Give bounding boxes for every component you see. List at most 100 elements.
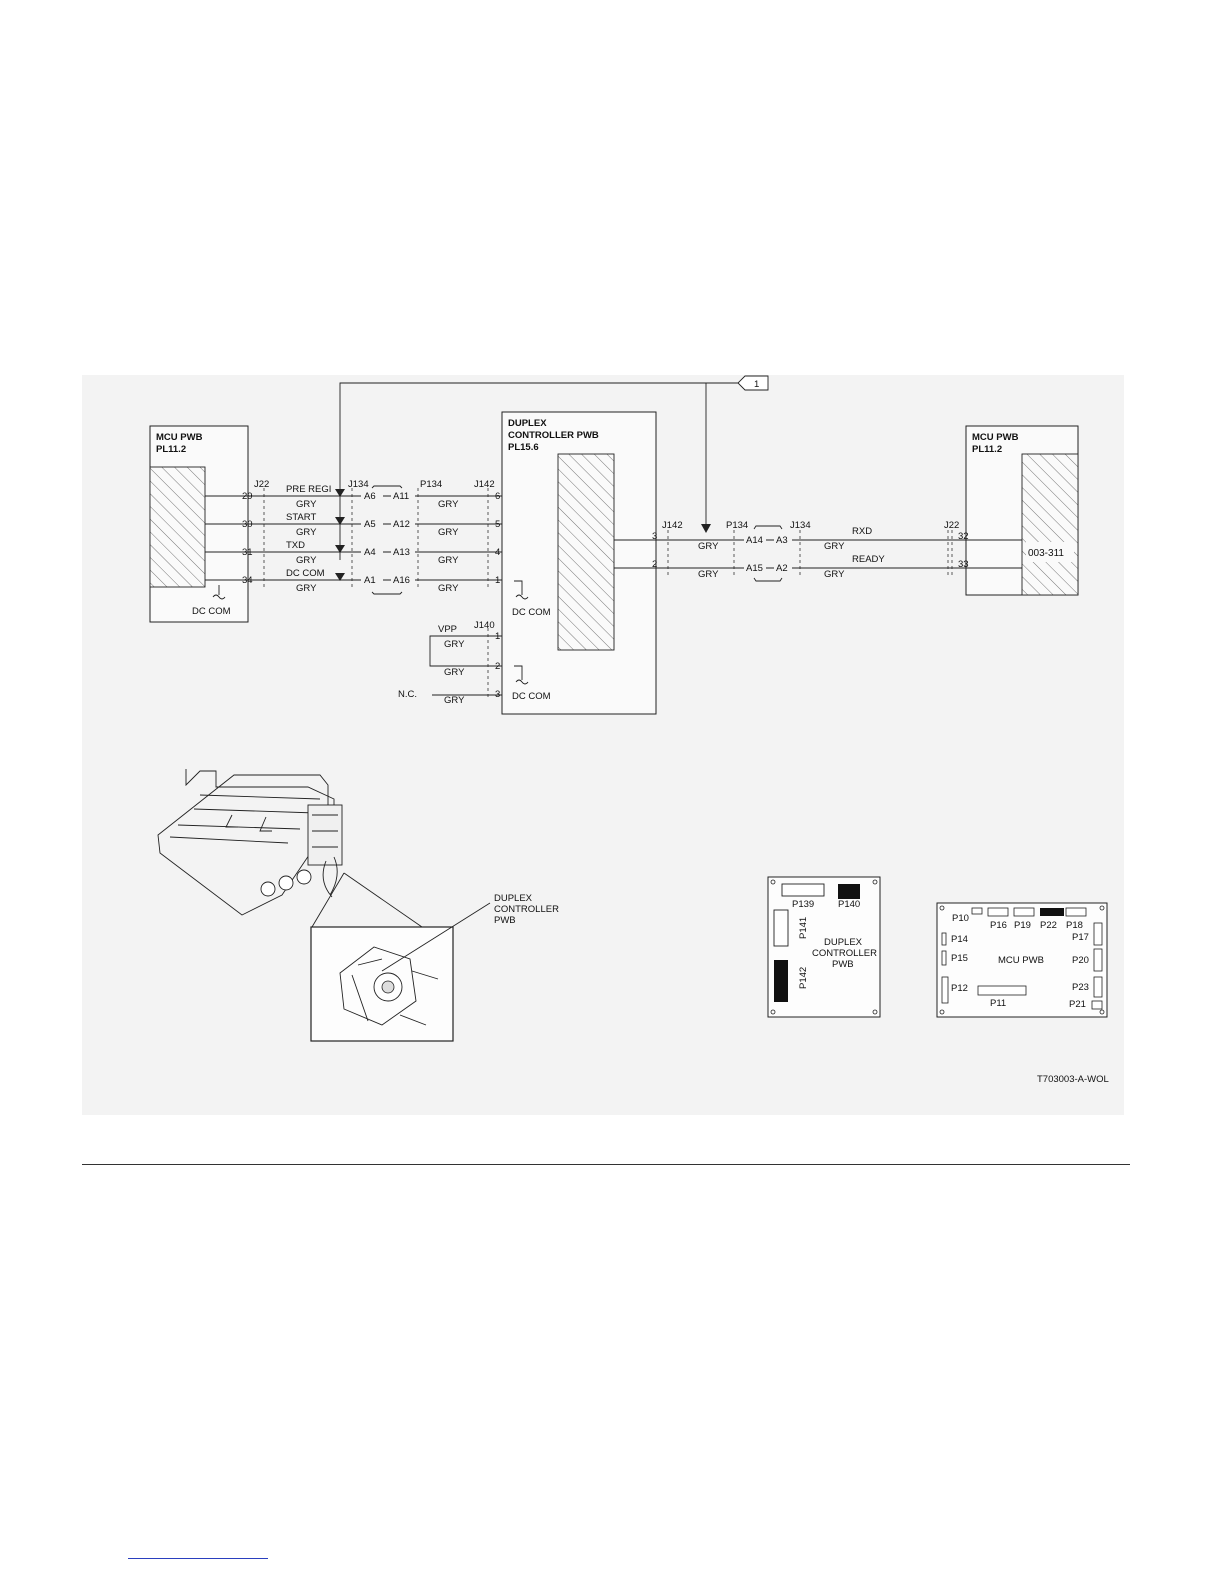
svg-text:MCU PWB: MCU PWB xyxy=(998,955,1044,966)
svg-text:P141: P141 xyxy=(798,917,809,939)
right-j142-pin: 2 xyxy=(652,559,657,570)
wire-color-label: GRY xyxy=(698,569,719,580)
svg-text:PL11.2: PL11.2 xyxy=(156,444,186,455)
signal-label: TXD xyxy=(286,540,305,551)
j140-wires: J140 VPP N.C. GRY GRY GRY 1 2 3 DC COM xyxy=(398,620,551,706)
p134-label-left: P134 xyxy=(420,479,442,490)
j142-pin: 5 xyxy=(495,519,500,530)
figure-id: T703003-A-WOL xyxy=(1037,1074,1109,1085)
j134-pin: A6 xyxy=(364,491,376,502)
svg-text:1: 1 xyxy=(495,631,500,642)
svg-text:J140: J140 xyxy=(474,620,495,631)
duplex-unit-illustration xyxy=(157,769,343,916)
right-p134-pin: A15 xyxy=(746,563,763,574)
p134-label-right: P134 xyxy=(726,520,748,531)
svg-text:CONTROLLER PWB: CONTROLLER PWB xyxy=(508,430,599,441)
j22-label-left: J22 xyxy=(254,479,269,490)
svg-text:P18: P18 xyxy=(1066,920,1083,931)
wire-color-label: GRY xyxy=(296,499,317,510)
svg-text:003-311: 003-311 xyxy=(1028,548,1064,559)
svg-text:DUPLEX: DUPLEX xyxy=(494,893,533,904)
j134-label-right: J134 xyxy=(790,520,811,531)
wire-color-label: GRY xyxy=(824,569,845,580)
wire-color-label: GRY xyxy=(438,555,459,566)
flag-line xyxy=(339,382,738,560)
svg-text:CONTROLLER: CONTROLLER xyxy=(812,948,877,959)
svg-text:P19: P19 xyxy=(1014,920,1031,931)
svg-text:GRY: GRY xyxy=(444,667,465,678)
svg-text:P21: P21 xyxy=(1069,999,1086,1010)
detail-illustration xyxy=(339,946,439,1026)
svg-text:2: 2 xyxy=(495,661,500,672)
dc-com-j142: DC COM xyxy=(512,607,551,618)
right-signal-label: RXD xyxy=(852,526,872,537)
wire-color-label: GRY xyxy=(296,527,317,538)
svg-text:DUPLEX: DUPLEX xyxy=(508,418,547,429)
p134-pin: A16 xyxy=(393,575,410,586)
svg-text:P22: P22 xyxy=(1040,920,1057,931)
flag-number: 1 xyxy=(754,379,759,390)
svg-text:P11: P11 xyxy=(990,998,1006,1009)
duplex-controller-pwb: DUPLEX CONTROLLER PWB PL15.6 xyxy=(501,411,657,715)
signal-label: START xyxy=(286,512,316,523)
j134-pin: A5 xyxy=(364,519,376,530)
svg-text:P20: P20 xyxy=(1072,955,1089,966)
right-p134-pin: A14 xyxy=(746,535,763,546)
svg-text:PL15.6: PL15.6 xyxy=(508,442,539,453)
wire-color-label: GRY xyxy=(698,541,719,552)
svg-text:P10: P10 xyxy=(952,913,969,924)
wire-color-label: GRY xyxy=(296,555,317,566)
signal-label: PRE REGI xyxy=(286,484,331,495)
flag-marker xyxy=(737,375,769,391)
signal-label: DC COM xyxy=(286,568,325,579)
svg-text:3: 3 xyxy=(495,689,500,700)
svg-text:PL11.2: PL11.2 xyxy=(972,444,1002,455)
svg-text:GRY: GRY xyxy=(444,639,465,650)
svg-text:P14: P14 xyxy=(951,934,968,945)
j134-label-left: J134 xyxy=(348,479,369,490)
svg-text:P140: P140 xyxy=(838,899,860,910)
mcu-board-layout: P10 P16 P19 P22 P18 P14 P17 P15 P20 P12 … xyxy=(936,902,1108,1018)
svg-text:P17: P17 xyxy=(1072,932,1089,943)
j22-pin: 31 xyxy=(242,547,253,558)
p134-pin: A11 xyxy=(393,491,409,502)
svg-text:DC COM: DC COM xyxy=(512,691,551,702)
right-signal-label: READY xyxy=(852,554,885,565)
p134-pin: A13 xyxy=(393,547,410,558)
svg-text:GRY: GRY xyxy=(444,695,465,706)
j142-label-right: J142 xyxy=(662,520,683,531)
svg-text:MCU PWB: MCU PWB xyxy=(972,432,1019,443)
svg-text:DUPLEX: DUPLEX xyxy=(824,937,863,948)
svg-text:PWB: PWB xyxy=(494,915,516,926)
right-j142-pin: 3 xyxy=(652,531,657,542)
j22-label-right: J22 xyxy=(944,520,959,531)
svg-text:VPP: VPP xyxy=(438,624,457,635)
wiring-diagram: 1 MCU PWB PL11.2 DC COM DUPLEX CONTROLLE… xyxy=(82,375,1124,1115)
svg-text:N.C.: N.C. xyxy=(398,689,417,700)
wire-color-label: GRY xyxy=(296,583,317,594)
footer-link-underline[interactable] xyxy=(128,1558,268,1559)
svg-text:DC COM: DC COM xyxy=(192,606,231,617)
j142-label-left: J142 xyxy=(474,479,495,490)
right-j22-pin: 33 xyxy=(958,559,969,570)
p134-pin: A12 xyxy=(393,519,410,530)
svg-text:CONTROLLER: CONTROLLER xyxy=(494,904,559,915)
svg-text:P23: P23 xyxy=(1072,982,1089,993)
duplex-board-layout: P139 P140 P141 P142 DUPLEX CONTROLLER PW… xyxy=(767,876,881,1018)
j22-pin: 29 xyxy=(242,491,253,502)
wire-color-label: GRY xyxy=(824,541,845,552)
svg-text:P16: P16 xyxy=(990,920,1007,931)
right-j22-pin: 32 xyxy=(958,531,969,542)
wire-color-label: GRY xyxy=(438,499,459,510)
svg-text:MCU PWB: MCU PWB xyxy=(156,432,203,443)
svg-text:P15: P15 xyxy=(951,953,968,964)
j22-pin: 34 xyxy=(242,575,253,586)
svg-text:P12: P12 xyxy=(951,983,968,994)
page-divider xyxy=(82,1164,1130,1165)
right-j134-pin: A3 xyxy=(776,535,788,546)
j134-pin: A4 xyxy=(364,547,376,558)
wire-color-label: GRY xyxy=(438,527,459,538)
wire-color-label: GRY xyxy=(438,583,459,594)
